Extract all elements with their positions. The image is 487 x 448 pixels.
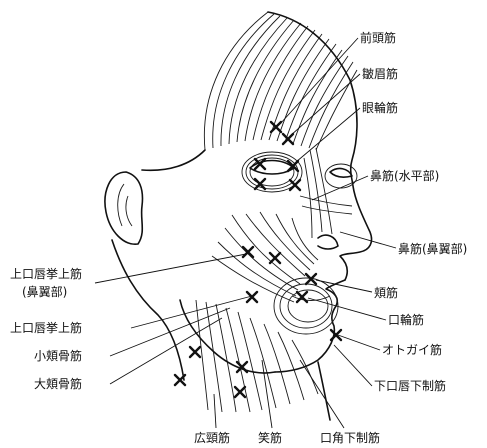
leader-nasalis-alar	[339, 231, 397, 249]
leader-levator-alae	[94, 253, 247, 284]
injection-point-x-icon	[173, 373, 187, 387]
injection-point-x-icon	[253, 177, 267, 191]
label-nasalis-transverse: 鼻筋(水平部)	[370, 168, 439, 183]
nostril-outline	[317, 234, 339, 250]
label-nasalis-alar: 鼻筋(鼻翼部)	[398, 241, 467, 256]
ear-outline	[104, 171, 144, 245]
leader-lines	[94, 37, 397, 429]
lips-outline	[274, 279, 346, 373]
jaw-outline	[179, 299, 276, 374]
label-depressor-anguli: 口角下制筋	[320, 430, 380, 445]
label-depressor-labii: 下口唇下制筋	[374, 378, 446, 393]
injection-point-x-icon	[188, 345, 202, 359]
leader-zygomatic-major	[109, 317, 223, 385]
label-buccinator: 頬筋	[374, 285, 398, 300]
label-levator-labii: 上口唇挙上筋	[10, 320, 82, 335]
label-zygomatic-major: 大頬骨筋	[34, 376, 82, 391]
injection-point-x-icon	[233, 385, 247, 399]
injection-point-x-icon	[304, 272, 318, 286]
injection-point-x-icon	[281, 132, 295, 146]
neck-front-outline	[317, 361, 331, 421]
leader-corrugator	[289, 73, 361, 137]
orbicularis-oris-rings	[273, 277, 339, 335]
label-zygomatic-minor: 小頬骨筋	[34, 348, 82, 363]
label-corrugator: 皺眉筋	[362, 66, 398, 81]
leader-orbicularis-oculi	[295, 107, 361, 163]
leader-depressor-labii	[333, 344, 373, 387]
leader-depressor-anguli	[299, 359, 345, 429]
injection-point-x-icon	[241, 245, 255, 259]
neck-back-outline	[111, 239, 185, 381]
injection-point-x-icon	[269, 120, 283, 134]
label-levator-alae-line2: (鼻翼部)	[22, 284, 67, 299]
label-platysma: 広頸筋	[194, 430, 230, 445]
injection-point-x-icon	[329, 328, 343, 342]
leader-frontalis	[279, 37, 359, 125]
leader-mentalis	[337, 334, 381, 351]
leader-levator-labii	[130, 295, 253, 329]
injection-point-x-icon	[286, 159, 300, 173]
eye-left-outline	[329, 167, 353, 178]
injection-point-x-icon	[253, 157, 267, 171]
leader-risorius	[261, 359, 273, 429]
head-back-outline	[141, 149, 206, 172]
label-risorius: 笑筋	[258, 430, 282, 445]
injection-point-x-icon	[235, 360, 249, 374]
label-frontalis: 前頭筋	[360, 30, 396, 45]
injection-markers	[173, 120, 343, 399]
injection-point-x-icon	[268, 251, 282, 265]
face-illustration	[104, 11, 373, 421]
injection-point-x-icon	[245, 290, 259, 304]
label-mentalis: オトガイ筋	[382, 342, 442, 357]
cheek-fibers	[211, 211, 319, 303]
leader-orbicularis-oris	[307, 297, 387, 321]
profile-outline	[267, 11, 373, 281]
injection-point-x-icon	[295, 290, 309, 304]
label-levator-alae-line1: 上口唇挙上筋	[10, 266, 82, 281]
leader-nasalis-transverse	[311, 175, 369, 201]
ear-inner	[117, 183, 133, 227]
label-orbicularis-oculi: 眼輪筋	[362, 100, 398, 115]
leader-buccinator	[315, 279, 373, 293]
labels: 前頭筋 皺眉筋 眼輪筋 鼻筋(水平部) 鼻筋(鼻翼部) 上口唇挙上筋 (鼻翼部)…	[10, 30, 467, 445]
injection-point-x-icon	[288, 178, 302, 192]
leader-zygomatic-minor	[109, 307, 231, 357]
label-orbicularis-oris: 口輪筋	[388, 312, 424, 327]
nasal-fibers	[299, 147, 353, 239]
leader-platysma	[213, 393, 217, 429]
